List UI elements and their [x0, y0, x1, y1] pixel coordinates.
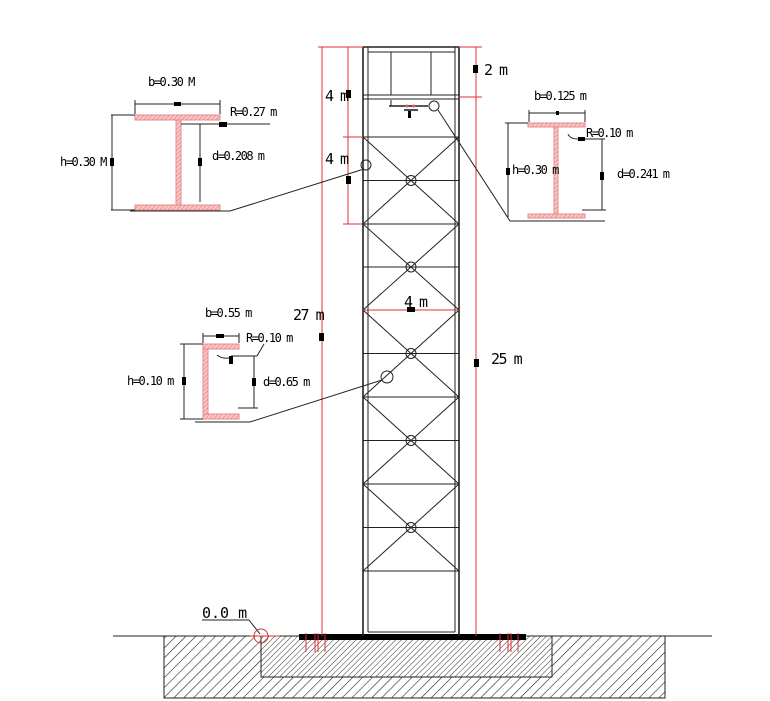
truss-node-icon — [405, 435, 417, 446]
ibeam-small-detail: b=0.125 m R=0.10 m h=0.30 m d=0.241 m — [428, 89, 671, 222]
truss-node-icon — [405, 175, 417, 186]
anchor-bolts — [305, 633, 519, 652]
tower-structure — [362, 46, 460, 636]
dimensions: 2 m 4 m 4 m 27 m 25 m 4 m — [293, 46, 524, 636]
channel-detail: b=0.55 m R=0.10 m h=0.10 m d=0.65 m — [127, 306, 394, 423]
ibeam-large-d: d=0.208 m — [212, 149, 265, 163]
ground-level-label: 0.0 m — [202, 604, 247, 622]
foundation — [113, 633, 712, 699]
ibeam-small-h: h=0.30 m — [512, 163, 559, 177]
channel-r: R=0.10 m — [246, 331, 293, 345]
dim-width: 4 m — [404, 293, 428, 311]
channel-h: h=0.10 m — [127, 374, 174, 388]
channel-b: b=0.55 m — [205, 306, 252, 320]
dim-top-height: 2 m — [484, 61, 508, 79]
ibeam-large-r: R=0.27 m — [230, 105, 277, 119]
truss-node-icon — [405, 348, 417, 359]
ibeam-large-h: h=0.30 M — [60, 155, 107, 169]
ibeam-small-r: R=0.10 m — [586, 126, 633, 140]
ibeam-small-b: b=0.125 m — [534, 89, 587, 103]
ibeam-small-d: d=0.241 m — [617, 167, 670, 181]
dim-truss-height: 25 m — [491, 350, 523, 368]
truss-node-icon — [405, 522, 417, 533]
top-equipment — [389, 100, 428, 118]
ibeam-large-b: b=0.30 M — [148, 75, 195, 89]
dim-panel-1: 4 m — [325, 87, 349, 105]
dim-total-height: 27 m — [293, 306, 325, 324]
channel-d: d=0.65 m — [263, 375, 310, 389]
truss-node-icon — [405, 261, 417, 273]
dim-panel-2: 4 m — [325, 150, 349, 168]
ground-level-marker: 0.0 m — [202, 604, 280, 644]
base-plate — [299, 634, 526, 640]
ibeam-large-detail: b=0.30 M R=0.27 m h=0.30 M d=0.208 m — [60, 75, 372, 212]
